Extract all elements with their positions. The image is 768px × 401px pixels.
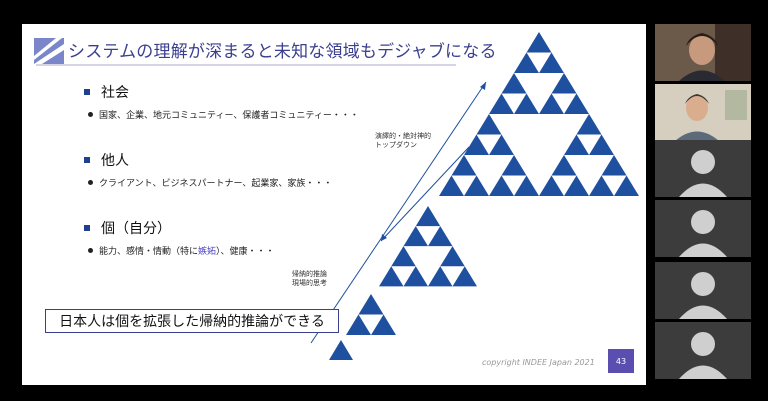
participant-placeholder-3[interactable] (655, 140, 751, 197)
person-photo (655, 24, 751, 81)
bottom-up-note: 帰納的推論現場的思考 (292, 270, 327, 287)
triangle-shape (539, 52, 564, 73)
section-self: 個（自分） 能力、感情・情動（特に嫉妬）、健康・・・ (84, 218, 275, 257)
avatar-placeholder-icon (679, 332, 727, 379)
triangle-shape (501, 73, 527, 94)
triangle-shape (464, 175, 489, 196)
triangle-shape (379, 266, 404, 287)
triangle-shape (514, 52, 539, 73)
triangle-shape (358, 294, 384, 315)
triangle-shape (551, 155, 577, 176)
triangle-shape (391, 246, 416, 267)
sierpinski-diagram (310, 32, 639, 360)
triangle-shape (428, 226, 453, 247)
slide-title: システムの理解が深まると未知な領域もデジャブになる (68, 42, 497, 62)
round-bullet-icon (88, 112, 93, 117)
section-detail: 能力、感情・情動（特に嫉妬）、健康・・・ (99, 247, 275, 257)
copyright-text: copyright INDEE Japan 2021 (482, 358, 595, 367)
section-heading: 他人 (101, 153, 129, 169)
triangle-shape (403, 266, 428, 287)
participant-video-1[interactable] (655, 24, 751, 81)
triangle-shape (551, 73, 577, 94)
triangle-shape (329, 340, 353, 360)
square-bullet-icon (84, 157, 90, 163)
avatar-placeholder-icon (679, 272, 727, 319)
triangle-shape (439, 175, 464, 196)
triangle-shape (428, 266, 453, 287)
triangle-shape (451, 155, 477, 176)
avatar-placeholder-icon (679, 150, 727, 197)
triangle-shape (476, 114, 502, 135)
triangle-shape (440, 246, 465, 267)
triangle-shape (614, 175, 639, 196)
bottom-up-arrow (310, 81, 487, 344)
triangle-shape (526, 32, 552, 53)
presentation-slide: システムの理解が深まると未知な領域もデジャブになる 社会 国家、企業、地元コミュ… (22, 24, 646, 385)
triangle-shape (415, 206, 441, 227)
triangle-shape (601, 155, 627, 176)
section-detail: クライアント、ビジネスパートナー、起業家、家族・・・ (99, 179, 333, 189)
company-logo (34, 38, 64, 64)
page-number-badge: 43 (608, 349, 634, 373)
section-detail: 国家、企業、地元コミュニティー、保護者コミュニティー・・・ (99, 111, 359, 121)
title-underline (36, 64, 456, 66)
square-bullet-icon (84, 225, 90, 231)
participant-placeholder-6[interactable] (655, 322, 751, 379)
triangle-shape (489, 134, 514, 155)
round-bullet-icon (88, 248, 93, 253)
top-down-arrow (380, 146, 470, 242)
triangle-shape (589, 175, 614, 196)
triangle-shape (564, 93, 589, 114)
participant-placeholder-4[interactable] (655, 200, 751, 257)
triangle-shape (346, 314, 371, 335)
participant-placeholder-5[interactable] (655, 262, 751, 319)
triangle-shape (452, 266, 477, 287)
participant-video-2[interactable] (655, 84, 751, 141)
triangle-shape (489, 93, 514, 114)
triangle-shape (464, 134, 489, 155)
triangle-group (329, 32, 639, 360)
triangle-shape (371, 314, 396, 335)
section-heading: 社会 (101, 85, 129, 101)
triangle-shape (514, 175, 539, 196)
triangle-shape (539, 93, 564, 114)
square-bullet-icon (84, 89, 90, 95)
triangle-shape (576, 114, 602, 135)
triangle-shape (501, 155, 527, 176)
top-down-note: 演繹的・絶対神的トップダウン (375, 132, 431, 149)
round-bullet-icon (88, 180, 93, 185)
triangle-shape (564, 175, 589, 196)
triangle-shape (564, 134, 589, 155)
highlight-text: 嫉妬 (198, 247, 217, 257)
avatar-placeholder-icon (679, 210, 727, 257)
callout-box: 日本人は個を拡張した帰納的推論ができる (45, 309, 339, 333)
arrow-head-down-icon (381, 234, 387, 241)
triangle-shape (514, 93, 539, 114)
section-others: 他人 クライアント、ビジネスパートナー、起業家、家族・・・ (84, 150, 332, 189)
section-heading: 個（自分） (101, 221, 171, 237)
person-photo (655, 84, 751, 141)
triangle-shape (539, 175, 564, 196)
section-society: 社会 国家、企業、地元コミュニティー、保護者コミュニティー・・・ (84, 82, 359, 121)
arrow-head-up-icon (480, 82, 486, 90)
triangle-shape (489, 175, 514, 196)
triangle-shape (403, 226, 428, 247)
triangle-shape (589, 134, 614, 155)
